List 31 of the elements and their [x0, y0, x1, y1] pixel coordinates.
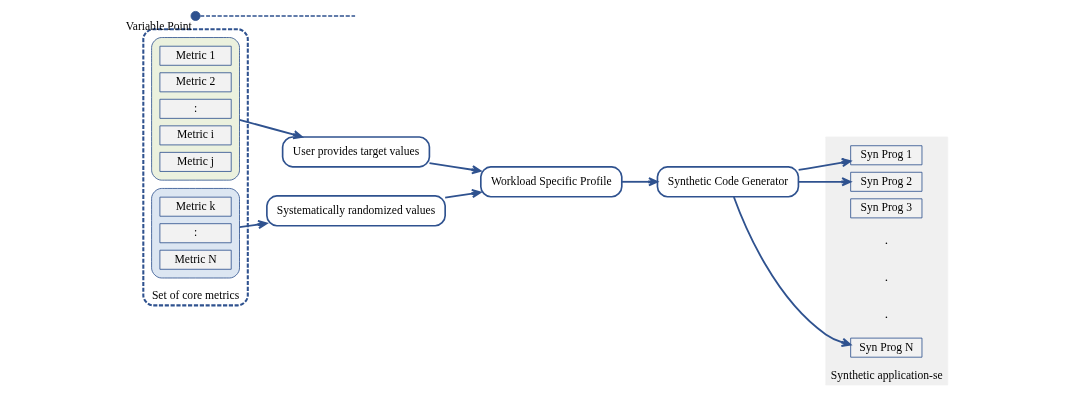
- node-box: Workload Specific Profile: [479, 166, 623, 198]
- node-box: Metric 1: [159, 45, 232, 66]
- label: .: [884, 231, 888, 247]
- arrow: [443, 188, 481, 199]
- cluster: [150, 37, 240, 181]
- node-box: Metric 2: [159, 72, 232, 93]
- node-box: Metric k: [159, 196, 232, 217]
- cluster: [150, 188, 240, 279]
- node-box: Metric N: [159, 249, 232, 270]
- arrow: [428, 162, 482, 175]
- arrow: [797, 177, 851, 187]
- node-box: Metric i: [159, 125, 232, 146]
- node-box: Synthetic Code Generator: [656, 166, 799, 198]
- node-box: :: [159, 223, 232, 244]
- node-circle: [190, 11, 201, 21]
- node-box: User provides target values: [281, 136, 430, 168]
- node-box: Syn Prog 3: [849, 198, 922, 219]
- node-box: Syn Prog 2: [849, 171, 922, 192]
- node-box: Syn Prog 1: [849, 145, 922, 166]
- arrow: [732, 196, 851, 347]
- label: .: [884, 306, 888, 322]
- connector: [199, 15, 356, 17]
- node-box: Metric j: [159, 151, 232, 172]
- label: .: [884, 269, 888, 285]
- arrow: [620, 177, 658, 187]
- node-box: :: [159, 98, 232, 119]
- arrow: [797, 158, 851, 171]
- arrow: [238, 219, 268, 230]
- arrow: [238, 119, 303, 140]
- node-box: Systematically randomized values: [265, 195, 446, 227]
- node-box: Syn Prog N: [849, 337, 922, 358]
